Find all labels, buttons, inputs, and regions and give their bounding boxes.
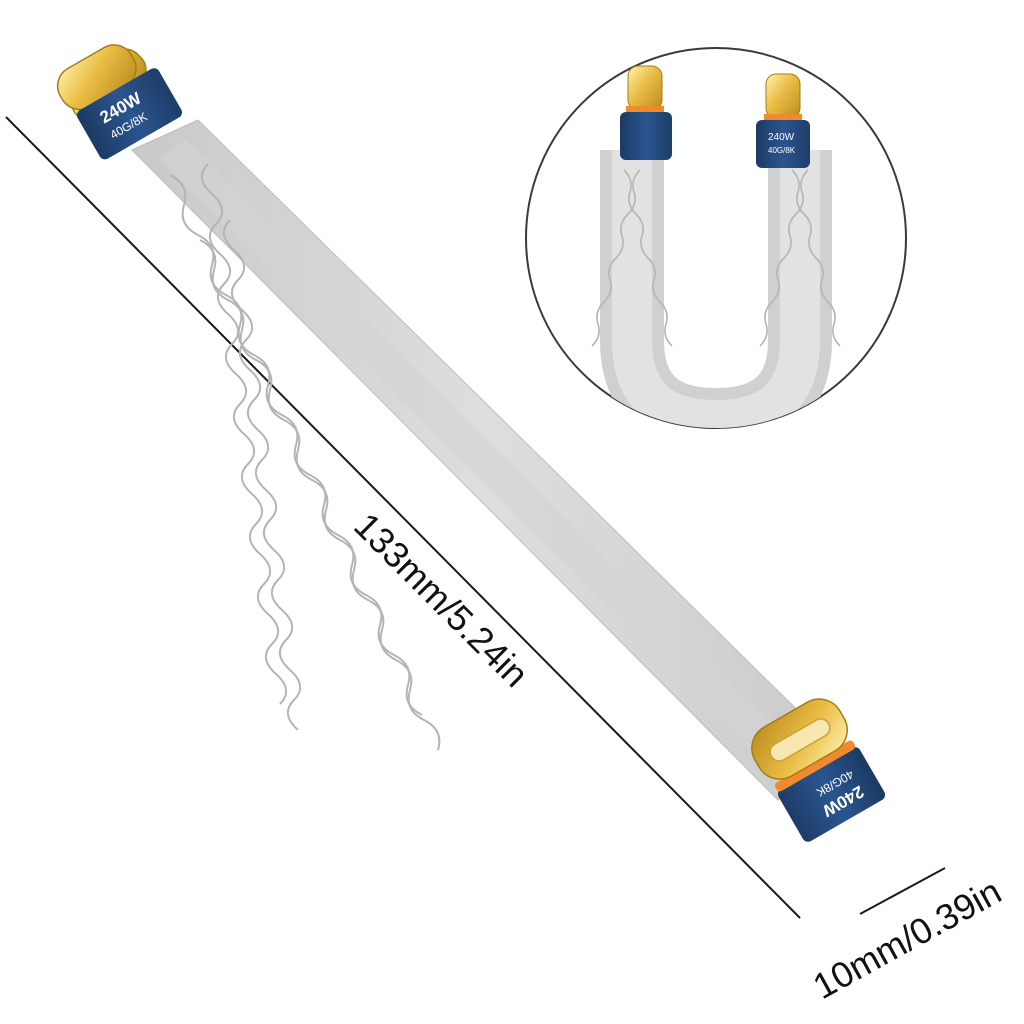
length-dimension-line	[5, 116, 801, 919]
cable-body	[131, 119, 837, 801]
bottom-connector: 240W 40G/8K	[751, 698, 886, 842]
top-connector: 240W 40G/8K	[56, 44, 182, 160]
inset-power-label: 240W	[768, 132, 795, 143]
bottom-collar	[778, 747, 886, 842]
inset-left-collar	[620, 112, 672, 160]
inset-spec-label: 40G/8K	[768, 146, 796, 155]
width-dimension-line	[859, 867, 946, 915]
inset-wave-pattern	[591, 169, 841, 347]
bottom-plug-slot	[769, 718, 831, 762]
bottom-orange-ring	[775, 740, 856, 792]
cable-wave-pattern	[169, 163, 441, 751]
top-collar	[76, 68, 182, 160]
inset-right-collar	[756, 120, 810, 168]
inset-view: 240W 40G/8K	[525, 47, 907, 429]
width-dimension-label: 10mm/0.39in	[806, 870, 1008, 1007]
inset-left-plug	[627, 65, 663, 111]
inset-right-plug	[765, 73, 801, 119]
